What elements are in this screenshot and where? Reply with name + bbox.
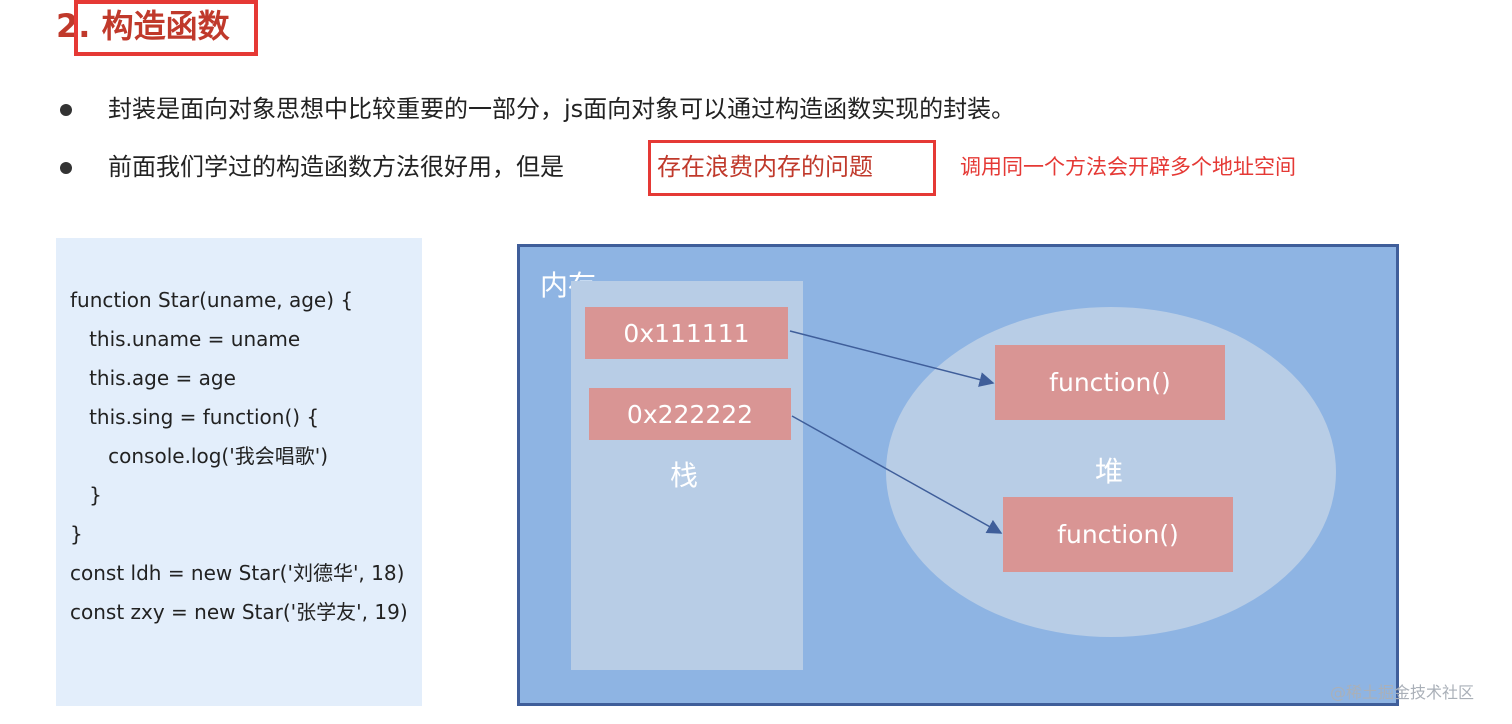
highlight-box: [648, 140, 936, 196]
code-line: const ldh = new Star('刘德华', 18): [70, 561, 405, 585]
watermark: @稀土掘金技术社区: [1330, 683, 1475, 702]
highlight-text: 存在浪费内存的问题: [657, 153, 873, 181]
code-line: this.sing = function() {: [70, 405, 320, 429]
title-highlight-box: [74, 0, 258, 56]
code-line: }: [70, 522, 83, 546]
code-line: this.age = age: [70, 366, 236, 390]
function-cell: function(): [1003, 497, 1233, 572]
code-line: console.log('我会唱歌'): [70, 444, 329, 468]
page-title: 2. 构造函数: [56, 7, 230, 45]
address-cell: 0x111111: [585, 307, 788, 359]
bullet-dot: [60, 104, 72, 116]
arrow-to-function-2: [791, 415, 1003, 534]
code-panel: [56, 238, 422, 706]
code-line: }: [70, 483, 102, 507]
code-line: function Star(uname, age) {: [70, 288, 354, 312]
code-line: this.uname = uname: [70, 327, 301, 351]
stack-label: 栈: [670, 459, 699, 492]
annotation-note: 调用同一个方法会开辟多个地址空间: [960, 155, 1296, 179]
code-line: const zxy = new Star('张学友', 19): [70, 600, 408, 624]
heap-label: 堆: [1095, 455, 1124, 488]
arrow-to-function-1: [789, 330, 995, 387]
bullet-dot: [60, 162, 72, 174]
bullet-text: 前面我们学过的构造函数方法很好用，但是: [108, 153, 564, 181]
bullet-text: 封装是面向对象思想中比较重要的一部分，js面向对象可以通过构造函数实现的封装。: [108, 95, 1016, 123]
function-cell: function(): [995, 345, 1225, 420]
address-cell: 0x222222: [589, 388, 791, 440]
